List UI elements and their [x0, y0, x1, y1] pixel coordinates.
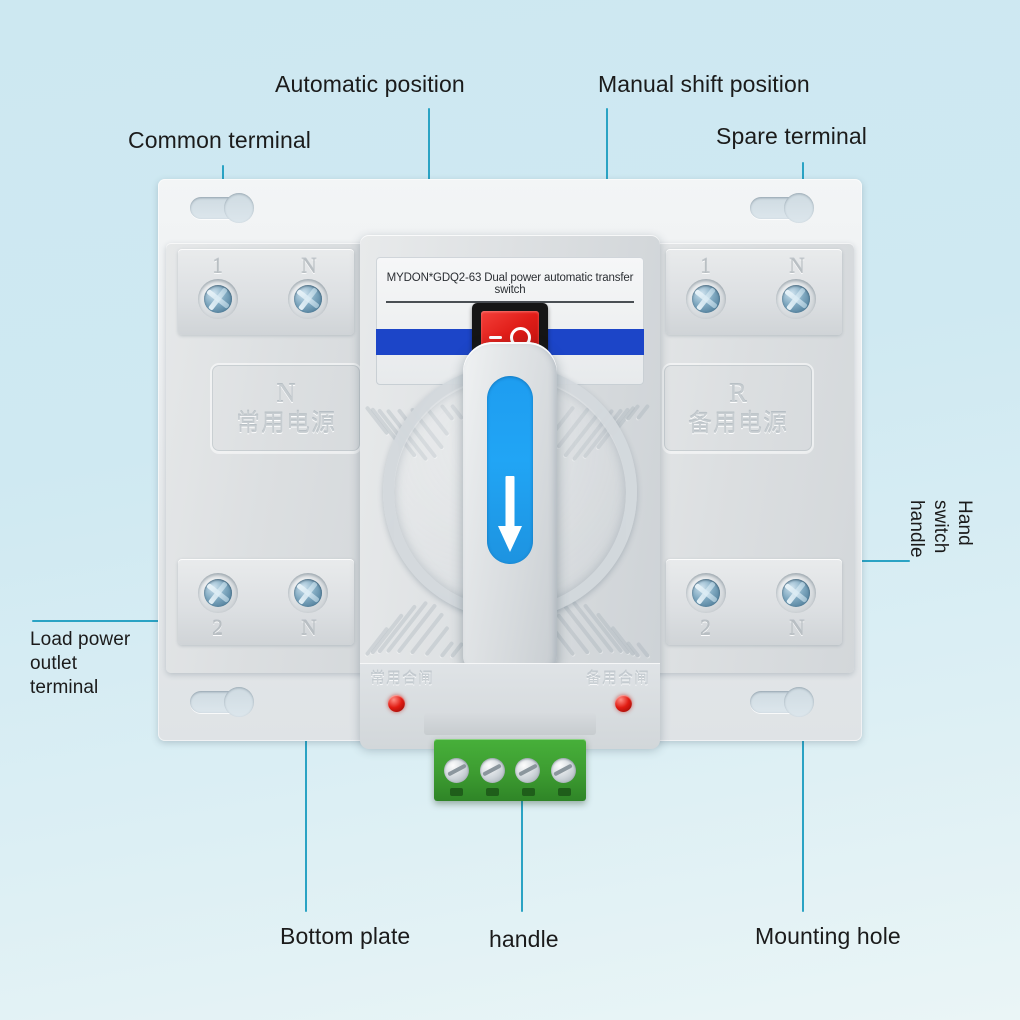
control-terminal-hole-4	[558, 788, 571, 796]
spare-terminal-screw-n[interactable]	[776, 279, 816, 319]
common-source-emboss: N 常用电源	[210, 363, 362, 453]
common-closing-led	[388, 695, 405, 712]
callout-automatic-position: Automatic position	[275, 71, 465, 97]
control-terminal-screw-4[interactable]	[550, 757, 576, 783]
common-terminal-screw-1[interactable]	[198, 279, 238, 319]
callout-handle: handle	[489, 926, 559, 952]
callout-hand-switch-handle: Hand switch handle	[906, 500, 975, 558]
spare-terminal-screw-1[interactable]	[686, 279, 726, 319]
spare-closing-led	[615, 695, 632, 712]
control-terminal-block	[434, 739, 586, 801]
spare-source-letter: R	[728, 378, 747, 408]
common-top-terminal-label-1: 1	[212, 253, 223, 278]
center-control-module: MYDON*GDQ2-63 Dual power automatic trans…	[360, 235, 660, 801]
common-closing-label: 常用合闸	[370, 670, 435, 687]
control-terminal-hole-2	[486, 788, 499, 796]
spare-bottom-terminal-label-2: 2	[700, 615, 711, 640]
mounting-hole-top-right	[750, 193, 814, 223]
callout-load-power-outlet-terminal: Load power outlet terminal	[30, 629, 131, 698]
spare-load-screw-2[interactable]	[686, 573, 726, 613]
faceplate-divider	[386, 301, 634, 303]
callout-common-terminal: Common terminal	[128, 127, 311, 153]
control-terminal-hole-3	[522, 788, 535, 796]
callout-bottom-plate: Bottom plate	[280, 923, 411, 949]
common-source-cn: 常用电源	[236, 410, 336, 437]
mounting-hole-bottom-left	[190, 687, 254, 717]
control-terminal-screw-2[interactable]	[479, 757, 505, 783]
plinth-recess	[424, 713, 596, 735]
spare-top-terminal-label-1: 1	[700, 253, 711, 278]
mounting-hole-bottom-right	[750, 687, 814, 717]
common-terminal-screw-n[interactable]	[288, 279, 328, 319]
common-bottom-terminal-block: 2 N	[178, 559, 354, 645]
leader-line-bottom-plate	[305, 700, 308, 912]
callout-mounting-hole: Mounting hole	[755, 923, 901, 949]
center-module-plinth: 常用合闸 备用合闸	[360, 663, 660, 749]
leader-line-load-power-outlet	[32, 620, 224, 623]
common-source-letter: N	[276, 378, 296, 408]
callout-manual-shift-position: Manual shift position	[598, 71, 810, 97]
spare-bottom-terminal-label-n: N	[789, 615, 805, 640]
spare-source-cn: 备用电源	[688, 410, 788, 437]
hand-switch-handle[interactable]	[463, 342, 557, 672]
rocker-dash-icon	[489, 335, 502, 339]
control-terminal-screw-3[interactable]	[515, 757, 541, 783]
common-bottom-terminal-label-n: N	[301, 615, 317, 640]
common-bottom-terminal-label-2: 2	[212, 615, 223, 640]
load-terminal-screw-n[interactable]	[288, 573, 328, 613]
down-arrow-icon	[498, 476, 522, 552]
callout-spare-terminal: Spare terminal	[716, 123, 867, 149]
model-title: MYDON*GDQ2-63 Dual power automatic trans…	[386, 272, 634, 296]
spare-closing-label: 备用合闸	[585, 670, 650, 687]
common-top-terminal-label-n: N	[301, 253, 317, 278]
control-terminal-screw-1[interactable]	[444, 757, 470, 783]
handle-indicator-slot	[487, 376, 533, 564]
spare-load-screw-n[interactable]	[776, 573, 816, 613]
spare-top-terminal-label-n: N	[789, 253, 805, 278]
spare-source-emboss: R 备用电源	[662, 363, 814, 453]
mounting-hole-top-left	[190, 193, 254, 223]
common-top-terminal-block: 1 N	[178, 249, 354, 335]
spare-top-terminal-block: 1 N	[666, 249, 842, 335]
spare-bottom-terminal-block: 2 N	[666, 559, 842, 645]
load-terminal-screw-2[interactable]	[198, 573, 238, 613]
transfer-switch-device: 1 N N 常用电源 2 N 1 N R	[150, 175, 870, 801]
control-terminal-hole-1	[450, 788, 463, 796]
leader-line-mounting-hole	[802, 700, 805, 912]
